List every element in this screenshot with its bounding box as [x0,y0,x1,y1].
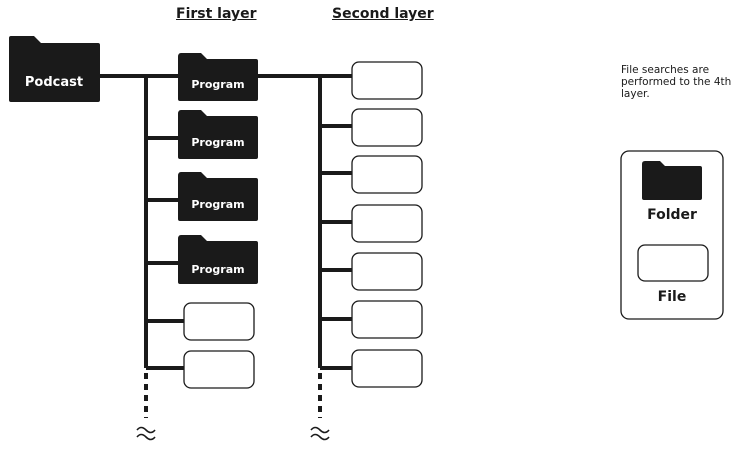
first-layer-header: First layer [176,6,257,22]
first-layer-folder: Program [178,53,258,101]
root-folder-label: Podcast [25,75,83,90]
wavy-break-icon [310,433,330,441]
wavy-break-icon [136,426,156,434]
folder-icon [178,172,258,221]
first-layer-folder: Program [178,172,258,221]
legend-folder-label: Folder [647,207,697,223]
first-layer-folder-label: Program [191,78,244,91]
file-icon [351,252,423,291]
folder-icon [642,161,702,200]
file-icon [183,350,255,389]
continuation-dots [144,373,322,418]
file-icon [351,155,423,194]
first-layer-folder-label: Program [191,263,244,276]
folder-icon [9,36,100,102]
first-layer-folder: Program [178,235,258,284]
file-icon [351,61,423,100]
folder-icon [178,235,258,284]
file-icon [351,349,423,388]
first-layer-folder-label: Program [191,198,244,211]
file-icon [351,108,423,147]
file-icon [183,302,255,341]
wavy-break-icon [310,426,330,434]
wavy-break-icon [136,433,156,441]
second-layer-header: Second layer [332,6,434,22]
folder-icon [178,53,258,101]
layer-search-note: File searches are performed to the 4th l… [621,64,732,100]
folder-icon [178,110,258,159]
tree-connectors [100,74,352,370]
first-layer-folder-label: Program [191,136,244,149]
legend-box [620,150,724,320]
wavy-break-icon [136,426,330,441]
root-folder: Podcast [9,36,100,102]
first-layer-folder: Program [178,110,258,159]
file-icon [351,300,423,339]
legend-file-label: File [657,289,687,305]
file-icon [637,244,709,282]
file-icon [351,204,423,243]
